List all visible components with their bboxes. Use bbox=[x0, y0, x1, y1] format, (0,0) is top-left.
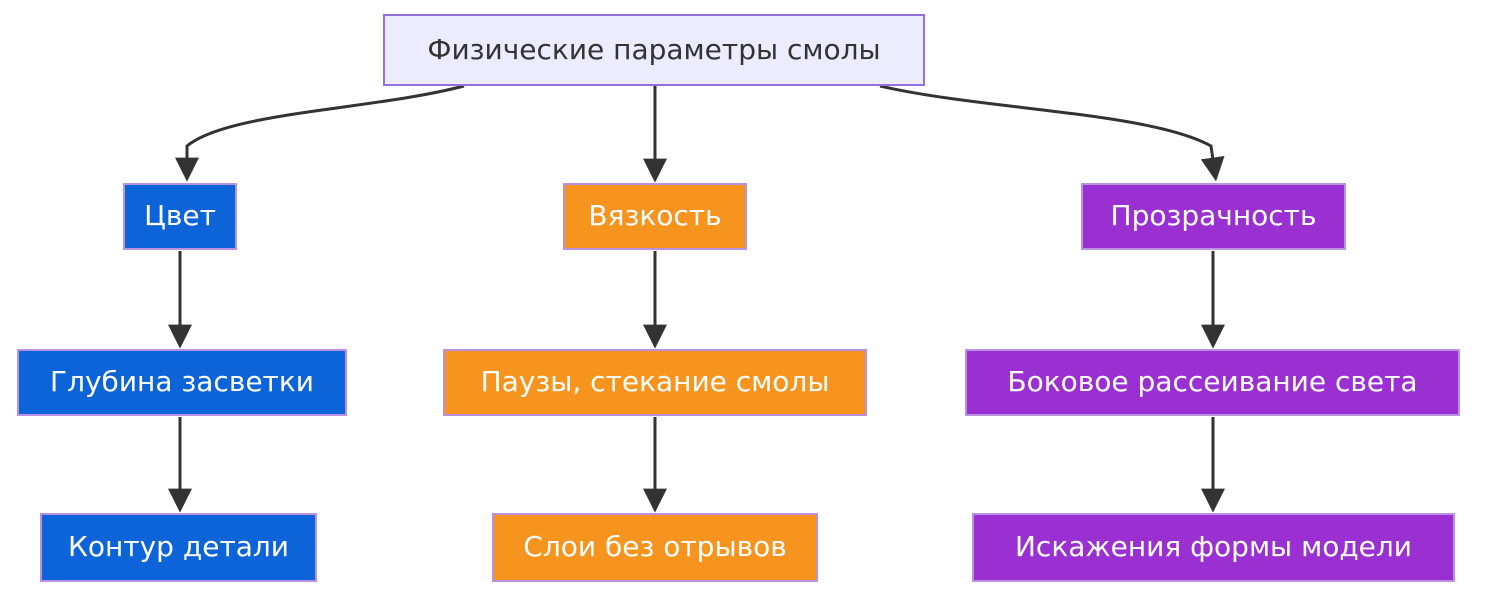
node-viscosity: Вязкость bbox=[563, 183, 747, 250]
node-color: Цвет bbox=[123, 183, 237, 250]
arrow-root-to-color bbox=[175, 84, 465, 182]
node-side-light-scatter: Боковое рассеивание света bbox=[965, 349, 1460, 416]
node-part-contour: Контур детали bbox=[40, 513, 317, 582]
node-cure-depth: Глубина засветки bbox=[17, 349, 347, 416]
arrow-root-to-transparency bbox=[879, 84, 1225, 182]
node-pauses-resin-drain: Паузы, стекание смолы bbox=[443, 349, 867, 416]
node-root-physical-parameters: Физические параметры смолы bbox=[383, 14, 925, 86]
node-model-shape-distortion: Искажения формы модели bbox=[972, 513, 1455, 582]
node-layers-without-tearing: Слои без отрывов bbox=[492, 513, 818, 582]
node-transparency: Прозрачность bbox=[1081, 183, 1346, 250]
